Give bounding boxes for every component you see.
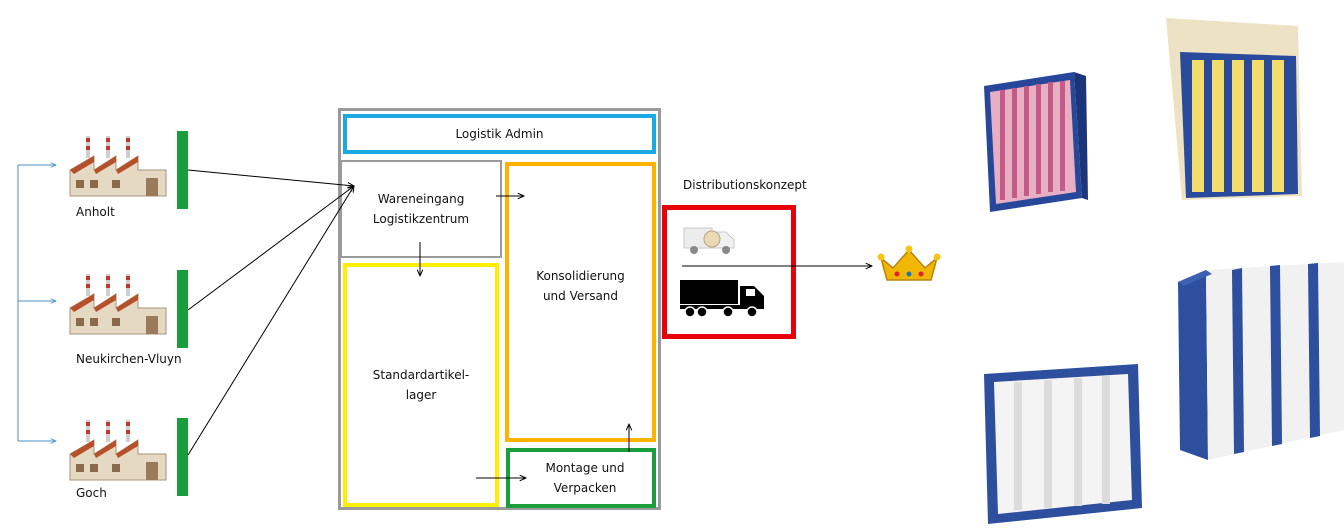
- crown-icon: [877, 245, 941, 281]
- wareneingang-label: Wareneingang Logistikzentrum: [372, 192, 470, 226]
- factory-icon: [69, 274, 167, 335]
- konsolidierung-label: Konsolidierung und Versand: [536, 269, 625, 303]
- plant-name: Neukirchen-Vluyn: [76, 352, 182, 366]
- pocket-filter-image-yellow: [1166, 18, 1302, 200]
- standardartikellager-label: Standardartikel- lager: [372, 368, 470, 402]
- factory-icon: [69, 136, 167, 197]
- arrow-neukirchen-inbound: [187, 186, 354, 311]
- arrow-anholt-inbound: [187, 169, 354, 186]
- logistik-admin-box: Logistik Admin: [343, 114, 656, 154]
- pocket-filter-image-pink: [984, 72, 1088, 212]
- montage-box: Montage und Verpacken: [506, 448, 656, 508]
- distribution-label: Distributionskonzept: [683, 178, 807, 192]
- konsolidierung-box: Konsolidierung und Versand: [505, 162, 656, 442]
- pocket-filter-image-white-angled: [1178, 262, 1344, 460]
- truck-icon: [680, 280, 764, 318]
- feedback-bracket: [17, 165, 56, 441]
- plant-name: Anholt: [76, 205, 115, 219]
- delivery-van-icon: [683, 227, 735, 254]
- plant-name: Goch: [76, 486, 107, 500]
- plant-bar: [177, 418, 188, 496]
- logistik-admin-label: Logistik Admin: [455, 127, 544, 141]
- arrow-goch-inbound: [187, 186, 354, 456]
- factory-icon: [69, 420, 167, 481]
- pocket-filter-image-white-front: [984, 364, 1142, 524]
- plant-bar: [177, 270, 188, 348]
- wareneingang-box: Wareneingang Logistikzentrum: [340, 160, 502, 258]
- montage-label: Montage und Verpacken: [545, 461, 625, 495]
- standardartikellager-box: Standardartikel- lager: [343, 263, 499, 507]
- plant-bar: [177, 131, 188, 209]
